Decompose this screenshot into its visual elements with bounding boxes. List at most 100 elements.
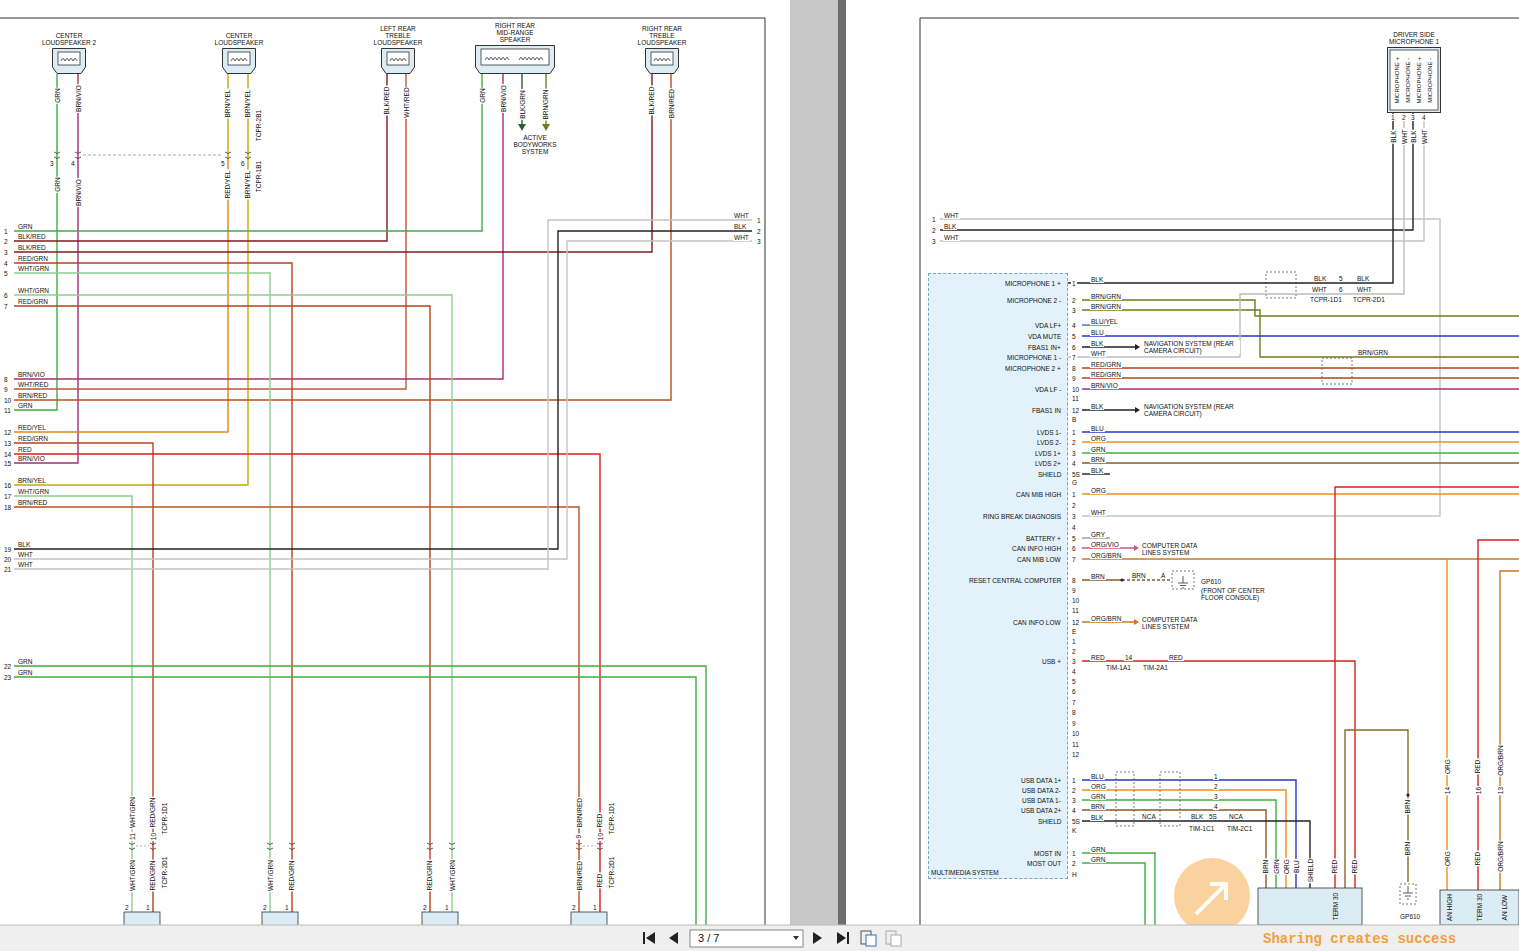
wire-color-label: BRN/YEL — [244, 169, 251, 199]
component-name: CENTER LOUDSPEAKER 2 — [38, 32, 100, 46]
signal-label: 10 — [1071, 730, 1080, 737]
signal-label: COMPUTER DATA LINES SYSTEM — [1141, 616, 1207, 630]
signal-label: BLK — [1090, 814, 1104, 821]
signal-label: USB DATA 2+ — [1020, 807, 1062, 814]
signal-label: BRN/GRN — [1090, 293, 1122, 300]
signal-label: BRN/GRN — [1090, 303, 1122, 310]
wire-color-label: 13 — [1497, 785, 1504, 794]
signal-label: BRN/VIO — [1090, 382, 1119, 389]
signal-label: BRN/YEL — [17, 477, 47, 484]
signal-label: H — [1071, 871, 1078, 878]
signal-label: WHT — [943, 212, 960, 219]
signal-label: 3 — [1071, 797, 1077, 804]
wire — [1068, 113, 1393, 283]
signal-label: 12 — [1071, 751, 1080, 758]
signal-label: MICROPHONE 1 + — [1004, 280, 1062, 287]
signal-label: BLU — [1090, 425, 1105, 432]
signal-label: 3 — [931, 238, 937, 245]
signal-label: 19 — [3, 546, 12, 553]
signal-label: BLK — [1190, 813, 1204, 820]
speaker-box: CENTER LOUDSPEAKER 2 — [52, 48, 86, 74]
signal-label: COMPUTER DATA LINES SYSTEM — [1141, 542, 1207, 556]
signal-label: BLK — [943, 223, 957, 230]
component-name: LEFT REAR TREBLE LOUDSPEAKER — [372, 25, 424, 46]
wire-color-label: RED — [1474, 758, 1481, 774]
wire-color-label: BRN/VIO — [499, 84, 506, 113]
signal-label: TIM-1A1 — [1105, 664, 1132, 671]
wire-color-label: 10 — [150, 831, 157, 840]
signal-label: RED/GRN — [1090, 371, 1122, 378]
speaker-box: RIGHT REAR TREBLE LOUDSPEAKER — [645, 48, 679, 74]
signal-label: 4 — [1213, 803, 1219, 810]
signal-label: 11 — [1071, 607, 1080, 614]
wire-color-label: BRN/RED — [576, 859, 583, 890]
wire-color-label: GRN — [54, 176, 61, 192]
wire-color-label: ORG/BRN — [1497, 840, 1504, 872]
signal-label: 3 — [1071, 658, 1077, 665]
signal-label: 6 — [1071, 545, 1077, 552]
wire-color-label: BLK — [1390, 129, 1397, 143]
signal-label: VDA LF - — [1034, 386, 1062, 393]
signal-label: LVDS 1+ — [1034, 450, 1062, 457]
wire-color-label: RED/GRN — [426, 859, 433, 891]
signal-label: BRN — [1090, 573, 1106, 580]
wire-color-label: SHIELD — [1307, 857, 1314, 882]
signal-label: RED/GRN — [17, 435, 49, 442]
wire-color-label: TCPR-2B1 — [255, 108, 262, 141]
signal-label: 8 — [1071, 365, 1077, 372]
signal-label: 4 — [70, 160, 76, 167]
signal-label: 2 — [1071, 439, 1077, 446]
signal-label: K — [1071, 827, 1077, 834]
signal-label: VDA MUTE — [1027, 333, 1062, 340]
wire-color-label: TCPR-1B1 — [255, 159, 262, 192]
pin-name: MICROPHONE + — [1393, 57, 1400, 104]
signal-label: 12 — [1071, 619, 1080, 626]
signal-label: BRN/RED — [17, 499, 48, 506]
wire-color-label: RED/GRN — [149, 796, 156, 828]
signal-label: WHT — [1356, 286, 1373, 293]
signal-label: 1 — [931, 216, 937, 223]
wire-color-label: ORG/BRN — [1497, 744, 1504, 776]
wire-color-label: ORG — [1443, 850, 1450, 867]
signal-label: BLU — [1090, 329, 1105, 336]
signal-label: WHT — [17, 551, 34, 558]
signal-label: ORG — [1090, 487, 1107, 494]
signal-label: MICROPHONE 2 - — [1006, 297, 1062, 304]
component-outline — [222, 48, 256, 74]
signal-label: WHT/GRN — [17, 488, 50, 495]
signal-label: BRN/GRN — [1357, 349, 1389, 356]
signal-label: 3 — [1213, 793, 1219, 800]
signal-label: 14 — [1124, 654, 1133, 661]
signal-label: TIM-1C1 — [1188, 825, 1215, 832]
signal-label: 10 — [1071, 386, 1080, 393]
signal-label: 1 — [1071, 429, 1077, 436]
wire-color-label: 14 — [1444, 785, 1451, 794]
signal-label: 2 — [422, 904, 428, 911]
wire-color-label: BLU — [1292, 859, 1299, 874]
signal-label: GP610 — [1200, 578, 1222, 585]
wire-color-label: BLK — [1410, 129, 1417, 143]
signal-label: 1 — [1213, 773, 1219, 780]
signal-label: 2 — [262, 904, 268, 911]
signal-label: 2 — [1071, 648, 1077, 655]
signal-label: G — [1071, 479, 1078, 486]
wire-color-label: RED — [1331, 858, 1338, 874]
wire-color-label: BRN/RED — [668, 87, 675, 118]
signal-label: 1 — [444, 904, 450, 911]
signal-label: WHT/GRN — [17, 287, 50, 294]
signal-label: 2 — [3, 238, 9, 245]
signal-label: 2 — [1213, 783, 1219, 790]
signal-label: WHT — [17, 561, 34, 568]
signal-label: GRN — [1090, 846, 1106, 853]
signal-label: USB DATA 2- — [1021, 787, 1062, 794]
signal-label: 6 — [1071, 344, 1077, 351]
signal-label: 5 — [1071, 678, 1077, 685]
pin-name: MICROPHONE - — [1405, 57, 1412, 102]
component-outline — [381, 48, 415, 74]
signal-label: GRN — [17, 402, 33, 409]
signal-label: 12 — [3, 429, 12, 436]
signal-label: TIM-2A1 — [1142, 664, 1169, 671]
wire-color-label: 9 — [575, 833, 582, 839]
wire-color-label: RED/GRN — [288, 859, 295, 891]
signal-label: 1 — [284, 904, 290, 911]
